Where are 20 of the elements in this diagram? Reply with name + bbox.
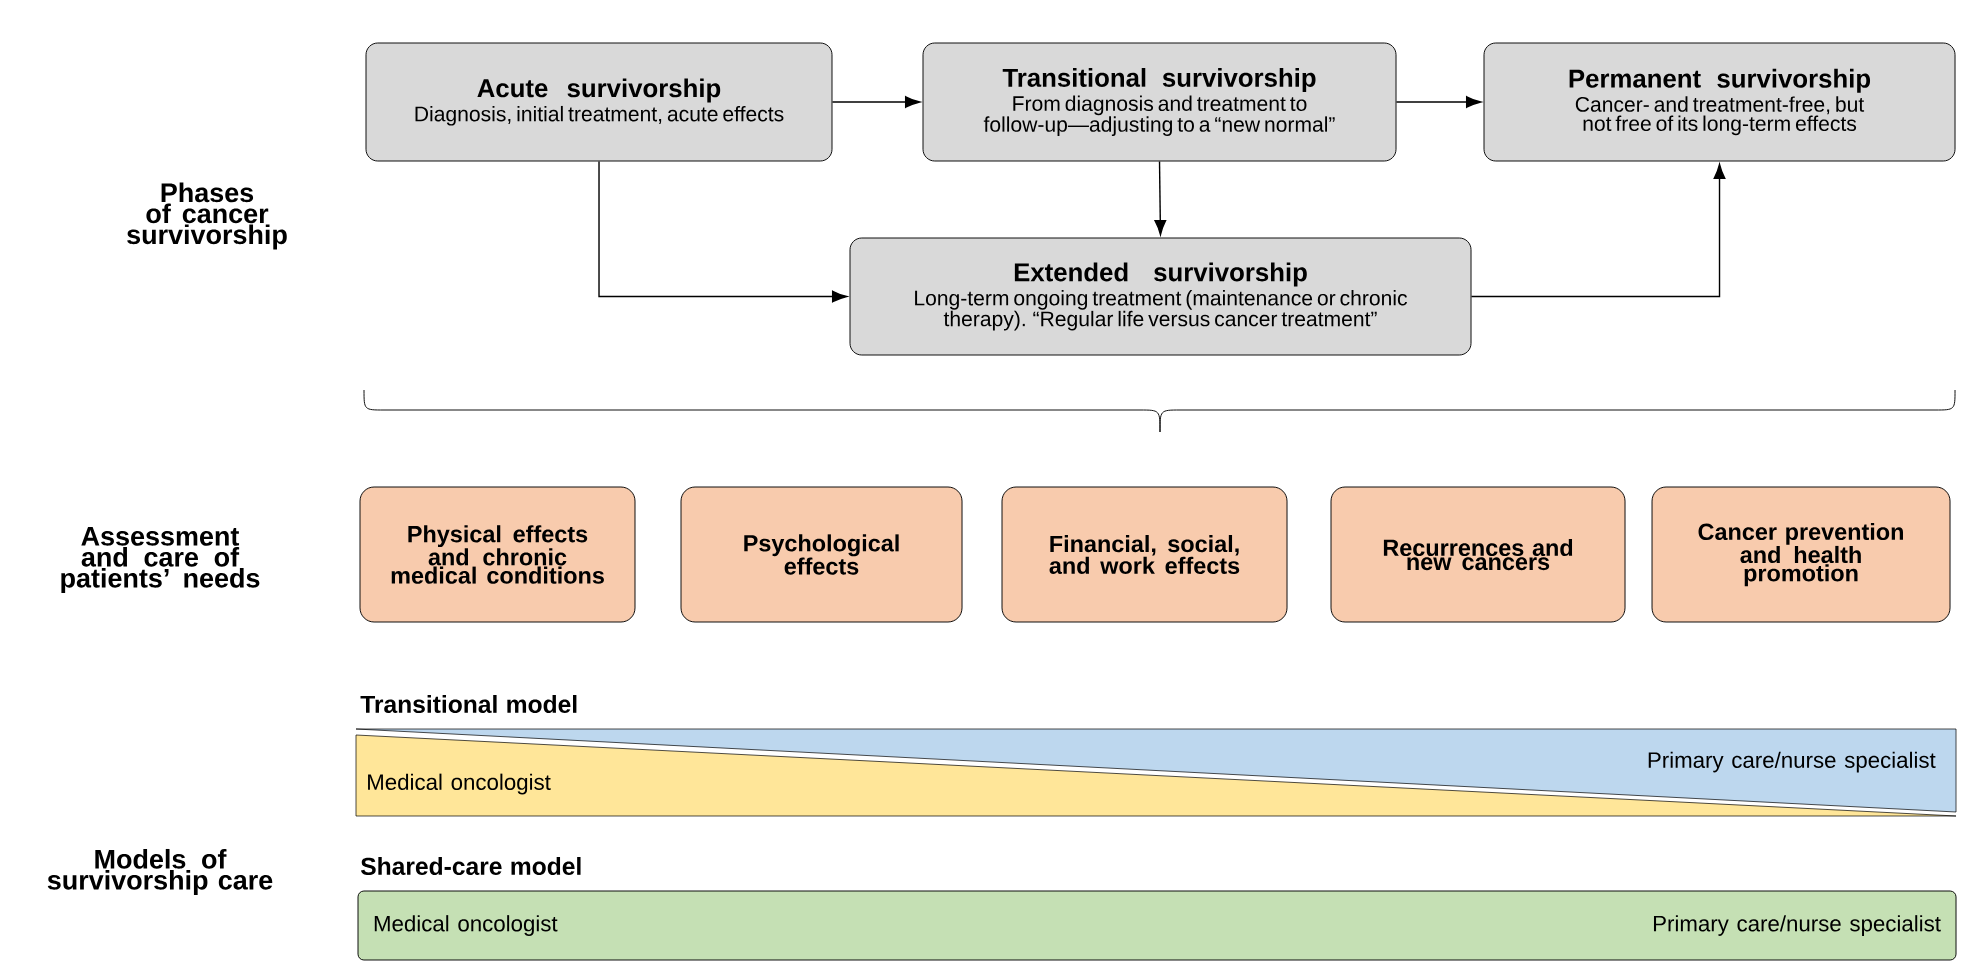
arrow xyxy=(1154,160,1167,236)
phase-box: Acute survivorship Diagnosis, initial treatment, acute effects xyxy=(365,42,833,162)
arrow xyxy=(598,160,848,303)
row-heading: Phases of cancer survivorship xyxy=(127,182,287,250)
needs-box: Cancer prevention and health promotion xyxy=(1651,486,1951,623)
phase-box: Transitional survivorship From diagnosis and treatment to follow-up—adjusting to a “new normal” xyxy=(922,42,1397,162)
care-bar: Medical oncologist Primary care/nurse specialist xyxy=(357,890,1957,961)
row-heading: Assessment and care of patients’ needs xyxy=(61,527,260,594)
arrow xyxy=(1470,163,1726,298)
row-heading: Models of survivorship care xyxy=(47,848,273,896)
model-title: Shared-care model xyxy=(360,857,581,876)
arrow xyxy=(831,96,921,108)
phase-box: Permanent survivorship Cancer- and treatment-free, but not free of its long-term effects xyxy=(1483,42,1956,162)
arrow xyxy=(1395,96,1482,108)
needs-box: Financial, social, and work effects xyxy=(1001,486,1288,623)
needs-box: Physical effects and chronic medical conditions xyxy=(359,486,636,623)
needs-box: Psychological effects xyxy=(680,486,963,623)
model-title: Transitional model xyxy=(360,695,577,714)
phase-box: Extended survivorship Long-term ongoing treatment (maintenance or chronic therapy). “Regular life versus cancer treatment” xyxy=(849,237,1472,356)
needs-box: Recurrences and new cancers xyxy=(1330,486,1626,623)
